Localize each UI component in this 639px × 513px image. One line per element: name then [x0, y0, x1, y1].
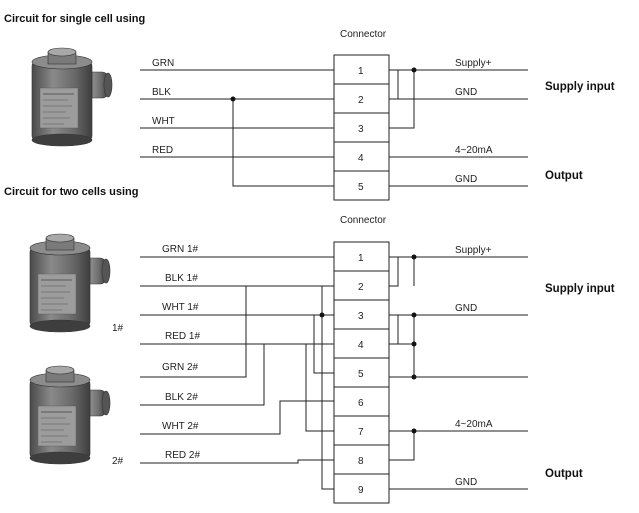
dual-wire-red2: RED 2#	[165, 450, 200, 461]
dual-wire-blk1: BLK 1#	[165, 273, 198, 284]
single-wire-wht: WHT	[152, 116, 175, 127]
single-wire-grn: GRN	[152, 58, 174, 69]
single-pin-5: 5	[358, 182, 364, 193]
dual-label-supply-plus: Supply+	[455, 245, 492, 256]
dual-wire-grn1: GRN 1#	[162, 244, 199, 255]
dual-wire-wht2: WHT 2#	[162, 421, 199, 432]
dual-pin-4: 4	[358, 340, 364, 351]
single-output-label: Output	[545, 170, 583, 182]
dual-pin-3: 3	[358, 311, 364, 322]
load-cell-2-image	[29, 365, 111, 465]
dual-wire-red1: RED 1#	[165, 331, 200, 342]
dual-wire-blk2: BLK 2#	[165, 392, 198, 403]
dual-connector	[333, 241, 390, 504]
single-connector-label: Connector	[340, 29, 387, 40]
dual-label-gnd: GND	[455, 303, 477, 314]
load-cell-1-image	[29, 233, 111, 333]
dual-wire-wht1: WHT 1#	[162, 302, 199, 313]
single-pin-1: 1	[358, 66, 364, 77]
single-pin-2: 2	[358, 95, 364, 106]
load-cell-single-image	[31, 47, 113, 147]
single-supply-input-label: Supply input	[545, 81, 615, 93]
single-wire-blk: BLK	[152, 87, 171, 98]
dual-pin-8: 8	[358, 456, 364, 467]
dual-right-wiring	[389, 254, 528, 490]
single-cell-title: Circuit for single cell using	[4, 13, 145, 25]
dual-pin-2: 2	[358, 282, 364, 293]
dual-wire-grn2: GRN 2#	[162, 362, 199, 373]
dual-label-gnd-out: GND	[455, 477, 477, 488]
single-label-gnd: GND	[455, 87, 477, 98]
dual-pin-1: 1	[358, 253, 364, 264]
single-label-gnd-out: GND	[455, 174, 477, 185]
single-wire-red: RED	[152, 145, 173, 156]
dual-output-label: Output	[545, 468, 583, 480]
single-label-4-20ma: 4~20mA	[455, 145, 493, 156]
dual-supply-input-label: Supply input	[545, 283, 615, 295]
dual-pin-5: 5	[358, 369, 364, 380]
dual-pin-7: 7	[358, 427, 364, 438]
dual-connector-label: Connector	[340, 215, 387, 226]
dual-left-wiring	[140, 256, 334, 490]
cell-2-label: 2#	[112, 456, 124, 467]
dual-pin-6: 6	[358, 398, 364, 409]
single-pin-4: 4	[358, 153, 364, 164]
dual-cell-title: Circuit for two cells using	[4, 186, 138, 198]
dual-label-4-20ma: 4~20mA	[455, 419, 493, 430]
single-pin-3: 3	[358, 124, 364, 135]
dual-pin-9: 9	[358, 485, 364, 496]
single-connector	[333, 54, 390, 201]
single-label-supply-plus: Supply+	[455, 58, 492, 69]
cell-1-label: 1#	[112, 323, 124, 334]
